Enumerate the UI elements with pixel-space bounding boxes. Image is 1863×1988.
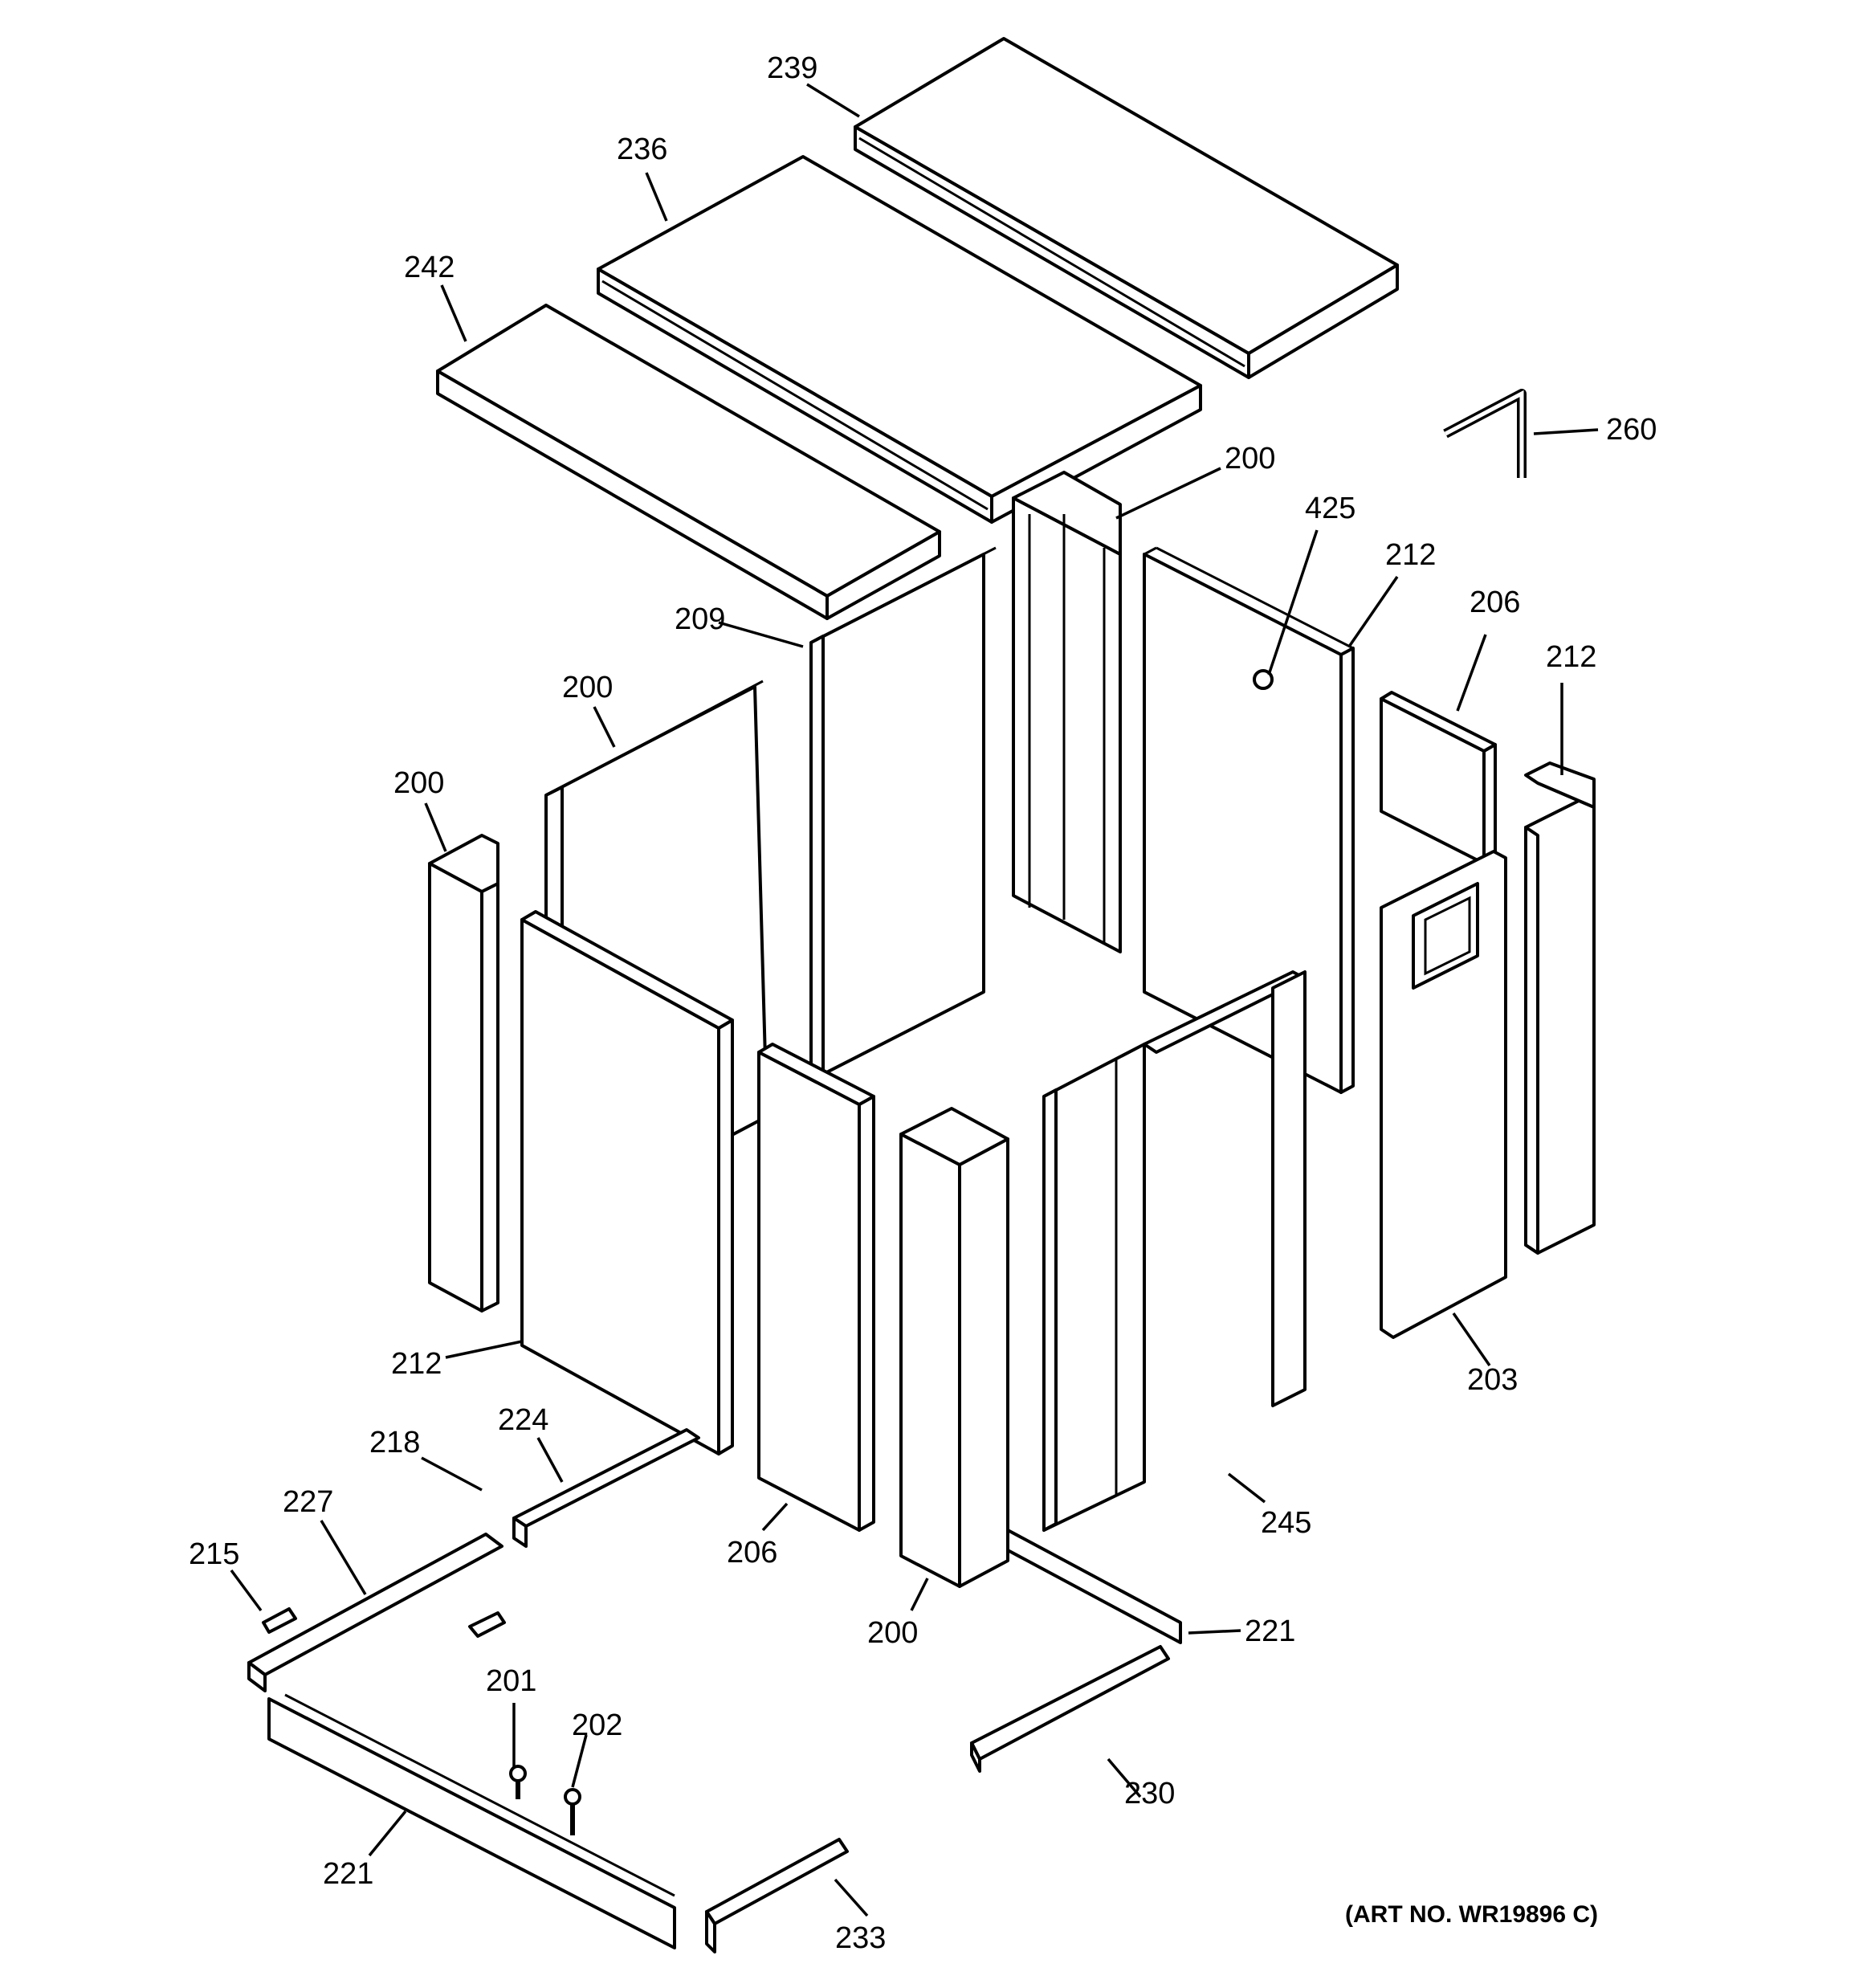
callout-206-front: 206	[727, 1536, 777, 1570]
bracket-215	[262, 1607, 297, 1634]
callout-200-right: 212	[1546, 640, 1596, 674]
callout-221-left: 221	[323, 1857, 373, 1891]
top-panel-242	[436, 304, 941, 620]
side-panel-212-front-left	[520, 910, 734, 1455]
callout-260: 260	[1606, 413, 1657, 447]
callout-239: 239	[767, 51, 817, 85]
back-panel-209	[809, 546, 997, 1082]
callout-221-right: 221	[1245, 1614, 1295, 1648]
corner-post-200-right	[1524, 761, 1596, 1255]
callout-200-front: 200	[867, 1616, 918, 1650]
bottom-rail-224	[512, 1428, 700, 1548]
leader-lines	[230, 83, 1599, 1917]
callout-200-back: 200	[1225, 442, 1275, 476]
callout-236: 236	[617, 133, 667, 166]
callout-212-back-left: 200	[562, 671, 613, 704]
bottom-rail-233	[705, 1838, 849, 1953]
front-frame-245	[1042, 970, 1307, 1532]
top-panel-239	[854, 37, 1399, 379]
corner-post-200-left	[428, 834, 499, 1312]
bottom-rail-221-right	[1006, 1529, 1182, 1644]
callout-215: 215	[189, 1537, 239, 1571]
screw-201	[509, 1765, 527, 1799]
callout-209: 209	[675, 602, 725, 636]
callout-200-left: 200	[393, 766, 444, 800]
corner-post-200-back	[1012, 471, 1122, 953]
callout-201: 201	[486, 1664, 536, 1698]
screw-202	[564, 1788, 581, 1835]
bracket-218	[468, 1611, 506, 1638]
callout-227: 227	[283, 1485, 333, 1519]
top-panel-236	[597, 155, 1202, 524]
callout-203: 203	[1467, 1363, 1518, 1397]
side-panel-212-back-right	[1143, 546, 1355, 1094]
callout-230: 230	[1124, 1777, 1175, 1810]
door-panel-203	[1380, 850, 1507, 1339]
art-number: (ART NO. WR19896 C)	[1345, 1901, 1598, 1928]
hex-key-260	[1443, 389, 1527, 478]
callout-212-front-left: 212	[391, 1347, 442, 1381]
callout-206-right: 206	[1470, 586, 1520, 619]
bottom-rail-230	[970, 1645, 1170, 1773]
callout-425: 425	[1305, 492, 1355, 525]
side-panel-206-right	[1380, 691, 1497, 865]
callout-212-back-right: 212	[1385, 538, 1436, 572]
callout-242: 242	[404, 251, 455, 284]
callout-224: 224	[498, 1403, 548, 1437]
front-panel-206	[757, 1043, 875, 1532]
corner-post-200-front	[899, 1107, 1009, 1588]
bottom-rail-227	[247, 1533, 503, 1692]
bottom-rail-221-left	[267, 1693, 676, 1949]
callout-218: 218	[369, 1426, 420, 1459]
callout-233: 233	[835, 1921, 886, 1955]
callout-202: 202	[572, 1708, 622, 1742]
callout-labels: 239 236 242 260 200 425 212 209 206 200 …	[189, 51, 1657, 1955]
callout-245: 245	[1261, 1506, 1311, 1540]
